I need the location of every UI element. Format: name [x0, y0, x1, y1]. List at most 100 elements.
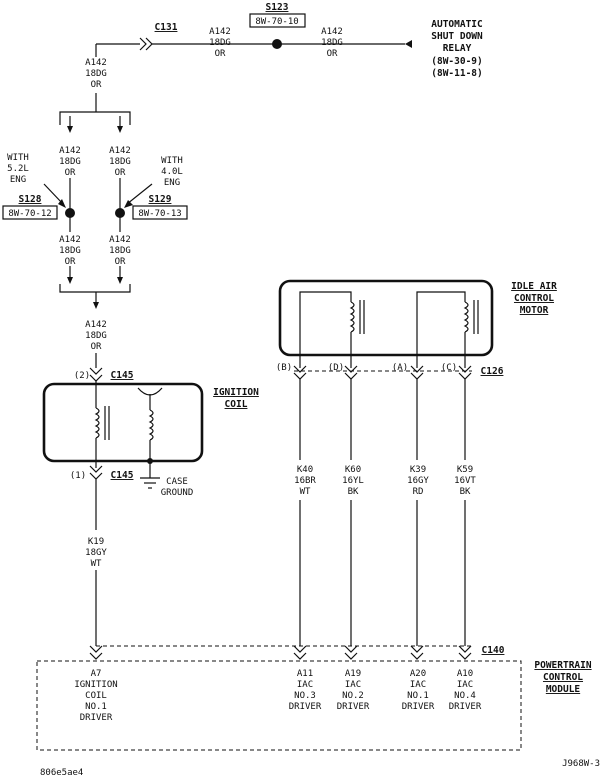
svg-text:DRIVER: DRIVER [289, 702, 322, 712]
splice-s129-label: S129 [149, 194, 172, 205]
svg-text:CASE: CASE [166, 477, 188, 487]
iac-motor-winding-left [299, 291, 365, 368]
svg-text:18DG: 18DG [109, 157, 131, 167]
splice-s129-ref-box [132, 205, 188, 220]
svg-text:RD: RD [413, 487, 424, 497]
wire-a142-right-lower-label: A142 18DG OR [109, 235, 131, 267]
svg-text:16VT: 16VT [454, 476, 476, 486]
note-5-2l-eng: WITH 5.2L ENG [7, 153, 29, 185]
svg-text:MOTOR: MOTOR [520, 305, 549, 316]
svg-text:BK: BK [348, 487, 359, 497]
connector-c145-top-symbol [89, 367, 103, 382]
svg-text:DRIVER: DRIVER [80, 713, 113, 723]
splice-s128-label: S128 [19, 194, 42, 205]
svg-text:A142: A142 [109, 146, 131, 156]
iac-motor-label: IDLE AIR CONTROL MOTOR [511, 281, 557, 316]
footer-left-code: 806e5ae4 [40, 768, 83, 778]
asd-relay-label: AUTOMATIC SHUT DOWN RELAY (8W-30-9) (8W-… [431, 19, 483, 79]
ignition-coil-box [42, 382, 204, 463]
svg-text:DRIVER: DRIVER [449, 702, 482, 712]
top-feed-line [95, 37, 412, 57]
svg-text:COIL: COIL [225, 399, 248, 410]
svg-text:A142: A142 [85, 58, 107, 68]
svg-text:WITH: WITH [7, 153, 29, 163]
wire-a142-left-upper-label: A142 18DG OR [59, 146, 81, 178]
left-branch-wire [43, 178, 75, 284]
svg-text:NO.1: NO.1 [85, 702, 107, 712]
splice-s123-ref-box [249, 13, 306, 28]
pcm-pin-a7: A7 IGNITION COIL NO.1 DRIVER [74, 669, 117, 723]
wire-a142-top-right-label: A142 18DG OR [321, 27, 343, 59]
svg-text:18DG: 18DG [321, 38, 343, 48]
wire-k19-label: K19 18GY WT [85, 537, 107, 569]
svg-text:ENG: ENG [164, 178, 180, 188]
svg-text:OR: OR [65, 257, 76, 267]
iac-pin-a: (A) [392, 363, 408, 373]
wire-k60-label: K60 16YL BK [342, 465, 364, 497]
svg-text:18DG: 18DG [209, 38, 231, 48]
right-branch-wire [115, 178, 153, 284]
splice-s129-ref: 8W-70-13 [138, 209, 181, 219]
iac-pin-b: (B) [276, 363, 292, 373]
svg-text:CONTROL: CONTROL [543, 672, 583, 683]
svg-text:(8W-11-8): (8W-11-8) [431, 68, 482, 79]
ignition-coil-label: IGNITION COIL [213, 387, 259, 410]
iac-motor-box [278, 279, 494, 357]
svg-text:4.0L: 4.0L [161, 167, 183, 177]
svg-text:A10: A10 [457, 669, 473, 679]
svg-text:A7: A7 [91, 669, 102, 679]
case-ground-label: CASE GROUND [161, 477, 194, 498]
wire-a142-top-left-label: A142 18DG OR [209, 27, 231, 59]
svg-text:IDLE AIR: IDLE AIR [511, 281, 557, 292]
iac-pin-d: (D) [328, 363, 344, 373]
connector-c140-label: C140 [482, 645, 505, 656]
svg-text:NO.3: NO.3 [294, 691, 316, 701]
svg-text:BK: BK [460, 487, 471, 497]
svg-text:OR: OR [65, 168, 76, 178]
svg-text:CONTROL: CONTROL [514, 293, 554, 304]
branch-bracket-bottom [59, 284, 131, 309]
c140-connector-symbols [89, 645, 472, 660]
svg-text:ENG: ENG [10, 175, 26, 185]
svg-text:OR: OR [327, 49, 338, 59]
svg-text:A142: A142 [59, 146, 81, 156]
pcm-pin-a19: A19 IAC NO.2 DRIVER [337, 669, 370, 712]
ignition-coil-windings [94, 381, 163, 478]
svg-text:18DG: 18DG [109, 246, 131, 256]
svg-text:A11: A11 [297, 669, 313, 679]
svg-text:16BR: 16BR [294, 476, 316, 486]
svg-text:(8W-30-9): (8W-30-9) [431, 56, 482, 67]
wire-k59-label: K59 16VT BK [454, 465, 476, 497]
svg-text:NO.1: NO.1 [407, 691, 429, 701]
svg-text:A142: A142 [209, 27, 231, 37]
svg-text:K60: K60 [345, 465, 361, 475]
splice-s128-ref: 8W-70-12 [8, 209, 51, 219]
svg-text:K59: K59 [457, 465, 473, 475]
svg-text:K19: K19 [88, 537, 104, 547]
svg-text:OR: OR [115, 168, 126, 178]
pcm-pin-a10: A10 IAC NO.4 DRIVER [449, 669, 482, 712]
svg-text:OR: OR [115, 257, 126, 267]
wire-a142-vertical-label: A142 18DG OR [85, 58, 107, 90]
svg-text:16GY: 16GY [407, 476, 429, 486]
svg-text:WT: WT [300, 487, 311, 497]
case-ground-symbol [140, 477, 160, 489]
svg-text:IAC: IAC [345, 680, 361, 690]
splice-s123-label: S123 [266, 2, 289, 13]
svg-text:RELAY: RELAY [443, 43, 472, 54]
pcm-pin-a20: A20 IAC NO.1 DRIVER [402, 669, 435, 712]
svg-text:POWERTRAIN: POWERTRAIN [534, 660, 591, 671]
wire-a142-coil-feed-label: A142 18DG OR [85, 320, 107, 352]
svg-text:WT: WT [91, 559, 102, 569]
connector-c126-label: C126 [481, 366, 504, 377]
svg-text:A142: A142 [85, 320, 107, 330]
svg-text:K40: K40 [297, 465, 313, 475]
svg-text:18DG: 18DG [85, 331, 107, 341]
svg-text:A142: A142 [59, 235, 81, 245]
wire-a142-right-upper-label: A142 18DG OR [109, 146, 131, 178]
svg-text:A142: A142 [321, 27, 343, 37]
iac-pin-c: (C) [441, 363, 457, 373]
wire-k39-label: K39 16GY RD [407, 465, 429, 497]
svg-text:DRIVER: DRIVER [337, 702, 370, 712]
